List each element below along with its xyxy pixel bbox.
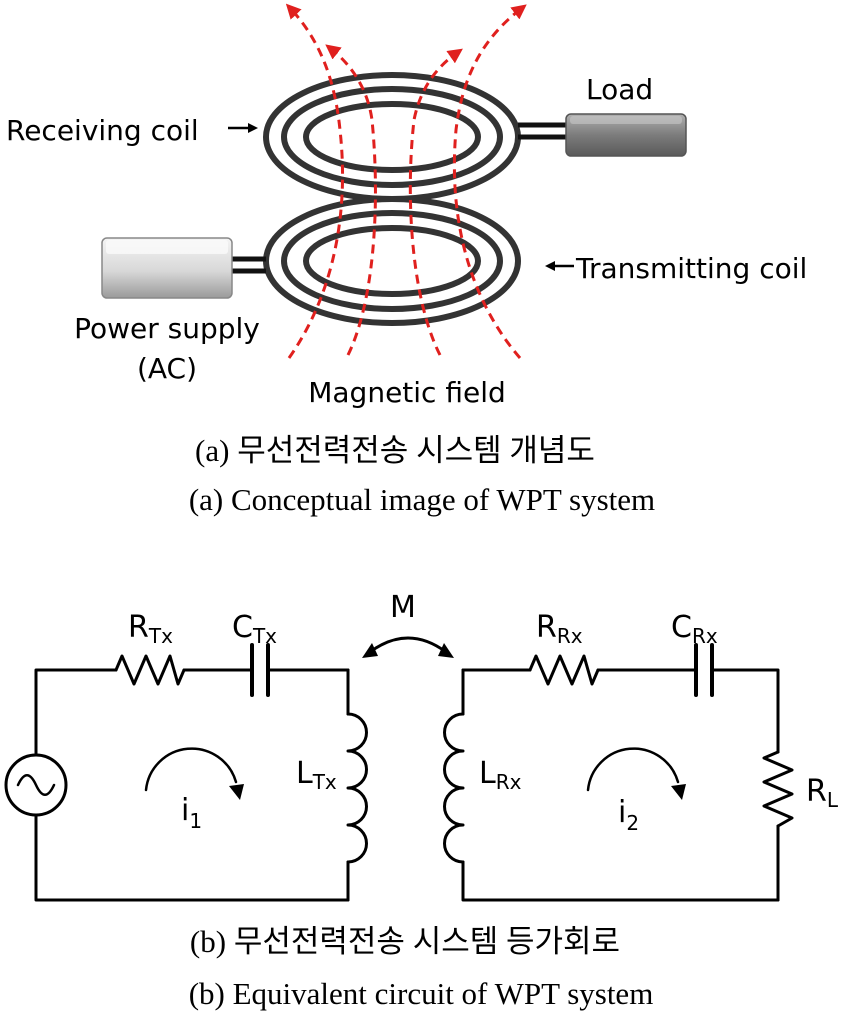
- current-i1-arrow: [144, 747, 244, 800]
- l-rx-inductor: [443, 712, 465, 864]
- current-i2-arrow: [586, 747, 686, 800]
- field-line-outer-right: [452, 4, 527, 359]
- transmitting-coil-pointer: [545, 261, 574, 271]
- r-l-label: RL: [806, 774, 839, 812]
- r-tx-label: RTx: [128, 610, 173, 648]
- m-label: M: [390, 590, 416, 625]
- conceptual-diagram: Receiving coil Load Transmitting coil Po…: [6, 3, 807, 517]
- circuit-labels: RTx CTx M RRx CRx LTx LRx RL i1 i2: [128, 590, 839, 835]
- c-rx-label: CRx: [671, 610, 718, 648]
- tx-loop-wires: [34, 668, 350, 902]
- load-label: Load: [586, 73, 653, 106]
- receiving-coil-graphic: [263, 72, 521, 202]
- caption-a-korean: (a) 무선전력전송 시스템 개념도: [195, 433, 595, 468]
- r-rx-label: RRx: [536, 610, 583, 648]
- receiving-coil-label: Receiving coil: [6, 114, 199, 147]
- load-box: [565, 113, 687, 157]
- caption-b-korean: (b) 무선전력전송 시스템 등가회로: [190, 924, 620, 959]
- field-line-inner-right: [408, 48, 463, 356]
- mutual-inductance-arrow: [362, 636, 454, 658]
- c-tx-label: CTx: [232, 610, 277, 648]
- ac-source: [4, 753, 68, 817]
- l-tx-label: LTx: [296, 756, 337, 794]
- r-tx-resistor: [114, 654, 186, 686]
- l-rx-label: LRx: [479, 756, 522, 794]
- i1-label: i1: [181, 793, 202, 833]
- magnetic-field-lines: [285, 3, 527, 359]
- r-l-resistor: [762, 750, 794, 828]
- receiving-coil-pointer: [228, 123, 258, 133]
- i2-label: i2: [618, 795, 639, 835]
- caption-a-english: (a) Conceptual image of WPT system: [189, 482, 655, 517]
- equivalent-circuit: [4, 636, 794, 902]
- l-tx-inductor: [346, 712, 368, 864]
- c-rx-capacitor: [694, 643, 714, 697]
- field-line-outer-left: [285, 3, 345, 359]
- power-supply-box: [101, 237, 233, 299]
- transmitting-coil-leads: [232, 256, 266, 274]
- power-supply-label: Power supply: [74, 312, 260, 345]
- c-tx-capacitor: [250, 643, 270, 697]
- rx-loop-wires: [461, 668, 780, 902]
- magnetic-field-label: Magnetic field: [308, 376, 506, 409]
- transmitting-coil-label: Transmitting coil: [575, 252, 807, 285]
- power-supply-ac-label: (AC): [137, 352, 197, 385]
- field-line-inner-left: [325, 44, 377, 356]
- receiving-coil-leads: [518, 122, 566, 140]
- r-rx-resistor: [528, 654, 600, 686]
- transmitting-coil-graphic: [263, 196, 521, 326]
- caption-b-english: (b) Equivalent circuit of WPT system: [189, 976, 654, 1011]
